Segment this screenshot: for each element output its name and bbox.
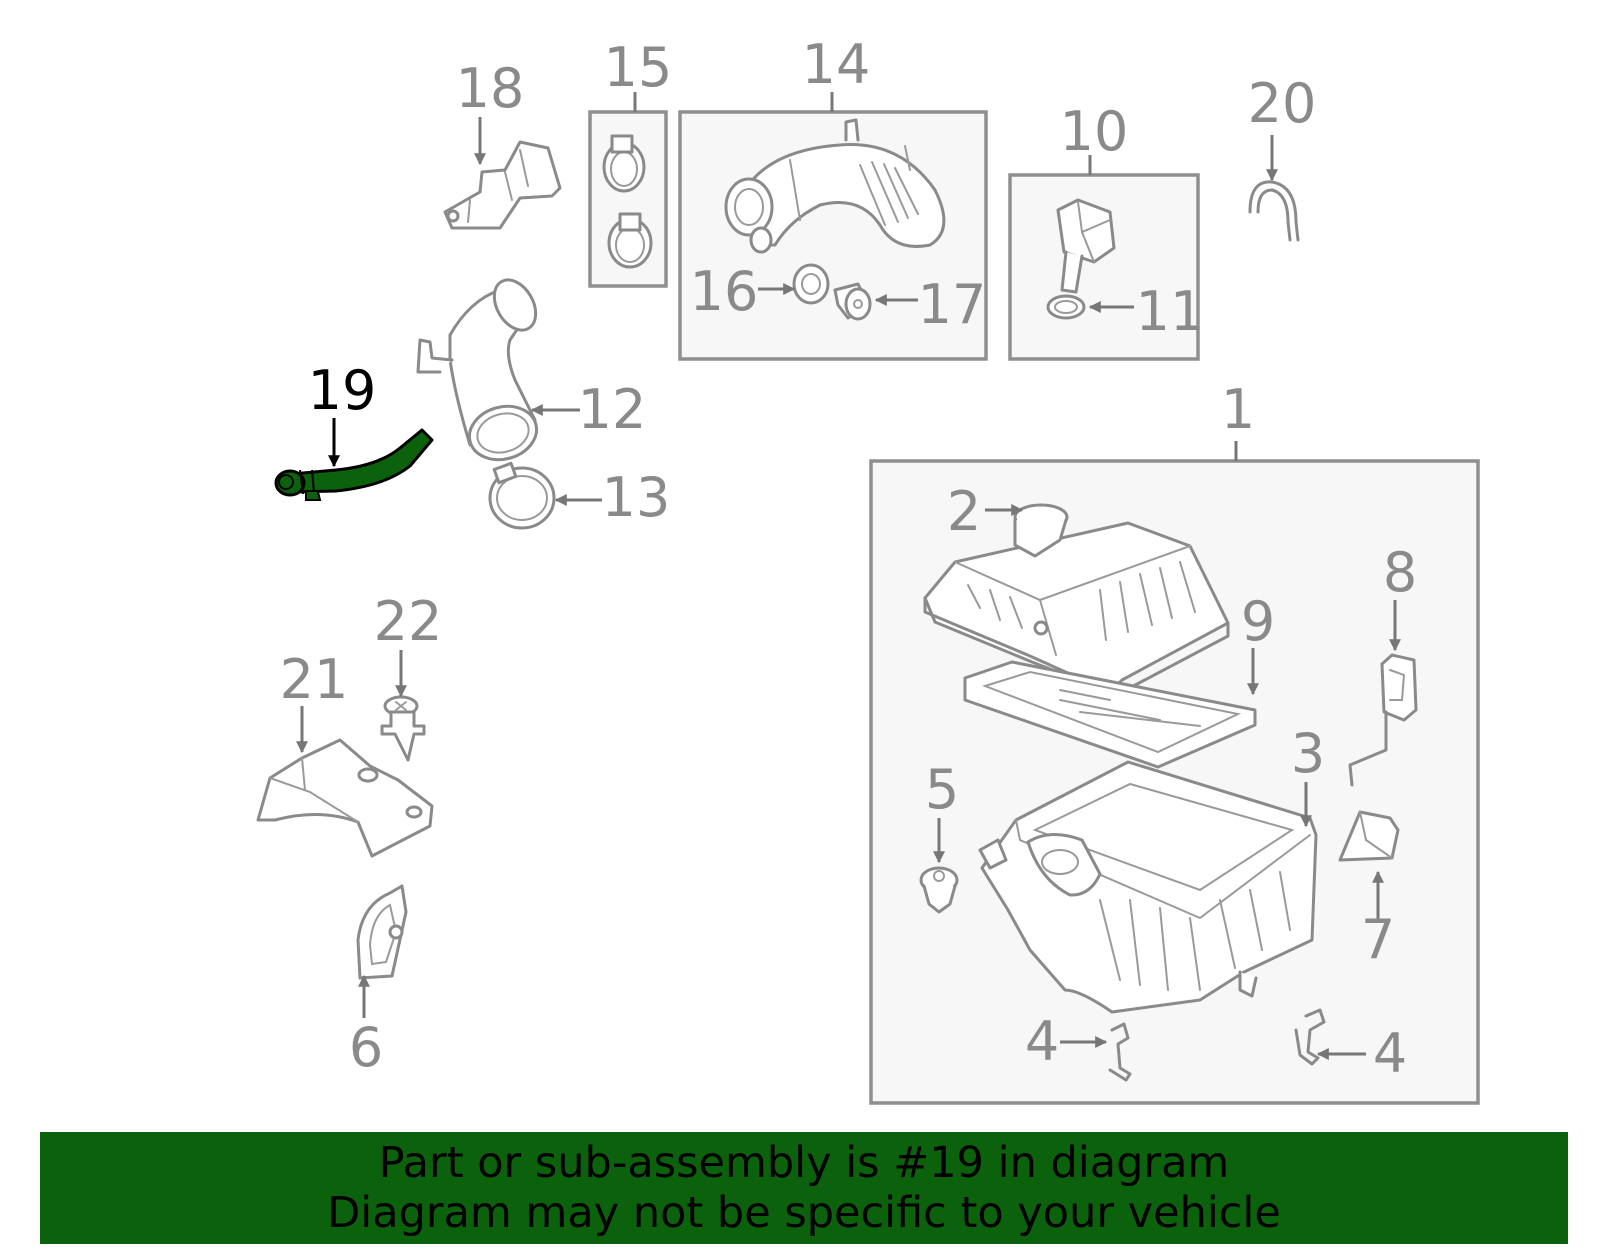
part-4-clip-left[interactable] bbox=[1108, 1022, 1132, 1082]
part-10-sensor[interactable] bbox=[1056, 198, 1116, 294]
part-22-push-pin[interactable] bbox=[380, 695, 426, 762]
callout-4-left: 4 bbox=[1025, 1010, 1059, 1073]
part-17-clip[interactable] bbox=[833, 282, 872, 321]
callout-1: 1 bbox=[1221, 378, 1255, 441]
callout-14: 14 bbox=[802, 33, 871, 96]
callout-11: 11 bbox=[1136, 280, 1205, 343]
part-8-bracket[interactable] bbox=[1348, 653, 1418, 787]
callout-5: 5 bbox=[925, 758, 959, 821]
part-7-bracket[interactable] bbox=[1338, 810, 1400, 862]
part-14-intake-duct[interactable] bbox=[724, 118, 946, 254]
part-3-lower-air-box[interactable] bbox=[978, 760, 1318, 1014]
leader-lines bbox=[296, 92, 1401, 1060]
callout-7: 7 bbox=[1361, 908, 1395, 971]
part-5-push-pin[interactable] bbox=[919, 866, 959, 914]
callout-8: 8 bbox=[1383, 541, 1417, 604]
callout-2: 2 bbox=[947, 480, 981, 543]
callout-17: 17 bbox=[918, 273, 987, 336]
part-11-o-ring[interactable] bbox=[1046, 294, 1086, 320]
callout-21: 21 bbox=[280, 648, 349, 711]
callout-numbers: 18 15 14 10 20 16 17 11 19 12 13 1 2 8 9… bbox=[280, 33, 1418, 1085]
callout-16: 16 bbox=[690, 260, 759, 323]
callout-9: 9 bbox=[1241, 590, 1275, 653]
callout-20: 20 bbox=[1248, 72, 1317, 135]
callout-12: 12 bbox=[578, 378, 647, 441]
callout-10: 10 bbox=[1060, 100, 1129, 163]
part-13-clamp[interactable] bbox=[488, 461, 556, 530]
info-banner: Part or sub-assembly is #19 in diagram D… bbox=[40, 1132, 1568, 1244]
callout-6: 6 bbox=[349, 1016, 383, 1079]
part-15-clamps[interactable] bbox=[602, 134, 653, 269]
banner-line-1: Part or sub-assembly is #19 in diagram bbox=[378, 1138, 1230, 1188]
callout-22: 22 bbox=[374, 590, 443, 653]
part-9-air-filter[interactable] bbox=[963, 660, 1257, 769]
part-20-hose[interactable] bbox=[1248, 180, 1300, 242]
callout-15: 15 bbox=[604, 36, 673, 99]
callout-4-right: 4 bbox=[1373, 1022, 1407, 1085]
group-box-10 bbox=[1008, 173, 1200, 361]
callout-13: 13 bbox=[602, 466, 671, 529]
part-21-shield[interactable] bbox=[256, 738, 434, 858]
part-12-air-tube[interactable] bbox=[416, 273, 544, 467]
part-6-gasket[interactable] bbox=[356, 884, 408, 980]
part-16-grommet[interactable] bbox=[792, 263, 830, 305]
callout-19: 19 bbox=[308, 359, 377, 422]
part-4-clip-right[interactable] bbox=[1294, 1008, 1326, 1066]
callout-3: 3 bbox=[1291, 722, 1325, 785]
part-18-bracket[interactable] bbox=[443, 140, 562, 230]
banner-line-2: Diagram may not be specific to your vehi… bbox=[327, 1188, 1281, 1238]
part-2-upper-air-box[interactable] bbox=[923, 503, 1230, 708]
part-19-hose-highlighted[interactable] bbox=[274, 428, 434, 501]
callout-18: 18 bbox=[456, 57, 525, 120]
